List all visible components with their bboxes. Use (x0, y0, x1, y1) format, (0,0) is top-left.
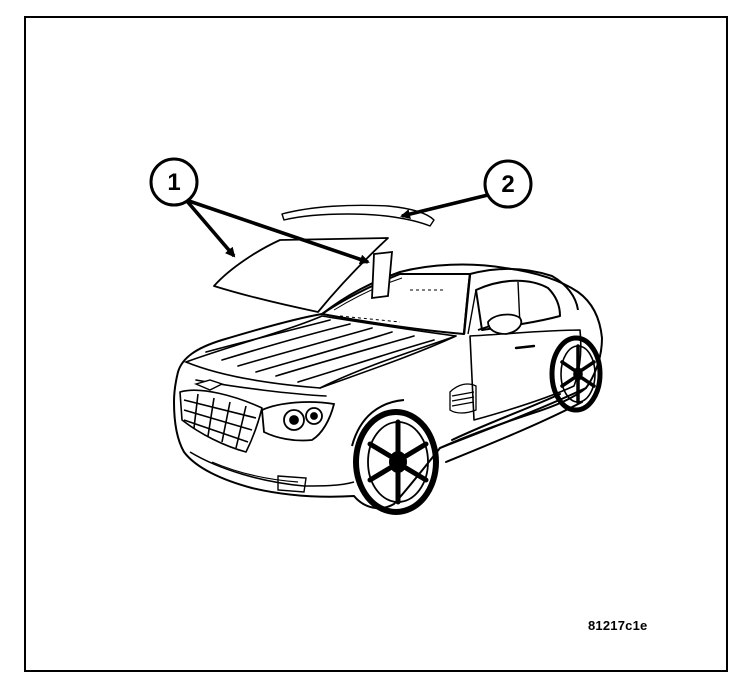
roof-molding (281, 204, 435, 227)
leader-2-to-molding (400, 192, 493, 219)
side-vent (449, 383, 477, 414)
callout-1-label: 1 (167, 169, 180, 196)
hood-emblem (193, 379, 224, 391)
callout-2-label: 2 (501, 171, 514, 198)
side-mirror (477, 313, 523, 335)
leader-1-to-clip (185, 198, 370, 265)
figure-id: 81217c1e (588, 618, 648, 633)
callout-2: 2 (483, 159, 533, 209)
front-wheel (351, 399, 439, 515)
headlight (261, 401, 336, 442)
figure-frame (24, 16, 728, 672)
leader-1-to-removed-windshield (184, 198, 236, 258)
callout-1: 1 (149, 157, 199, 207)
windshield-removed (213, 237, 389, 313)
front-grille (179, 389, 263, 453)
front-bumper (189, 451, 355, 493)
windshield-clip (371, 250, 393, 300)
leader-lines (184, 192, 493, 265)
rear-wheel (549, 335, 603, 413)
